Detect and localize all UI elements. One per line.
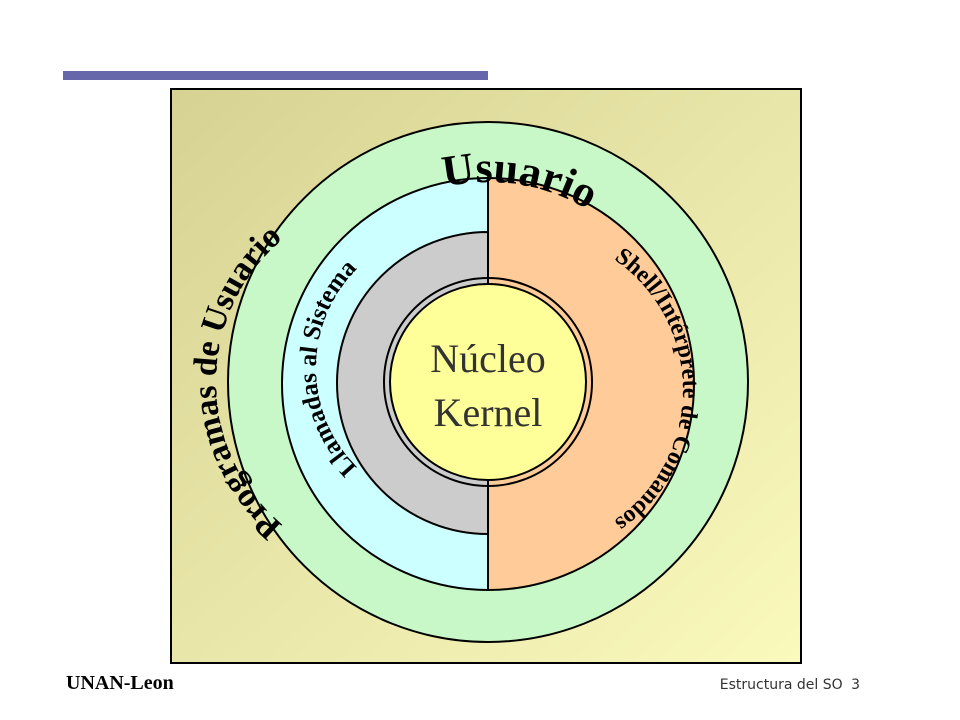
institution-label: UNAN-Leon [66,672,174,694]
kernel-core [389,283,587,481]
slide-number: 3 [851,677,860,693]
shell-region [487,176,695,592]
slide-title: Estructura del SO [719,677,843,693]
kernel-label-line1: Núcleo [430,336,546,381]
title-accent-bar [63,71,488,80]
os-structure-diagram: Usuario Programas de Usuario Llamadas al… [170,88,802,664]
slide-footer: Estructura del SO 3 [716,677,860,693]
kernel-label-line2: Kernel [434,390,543,435]
